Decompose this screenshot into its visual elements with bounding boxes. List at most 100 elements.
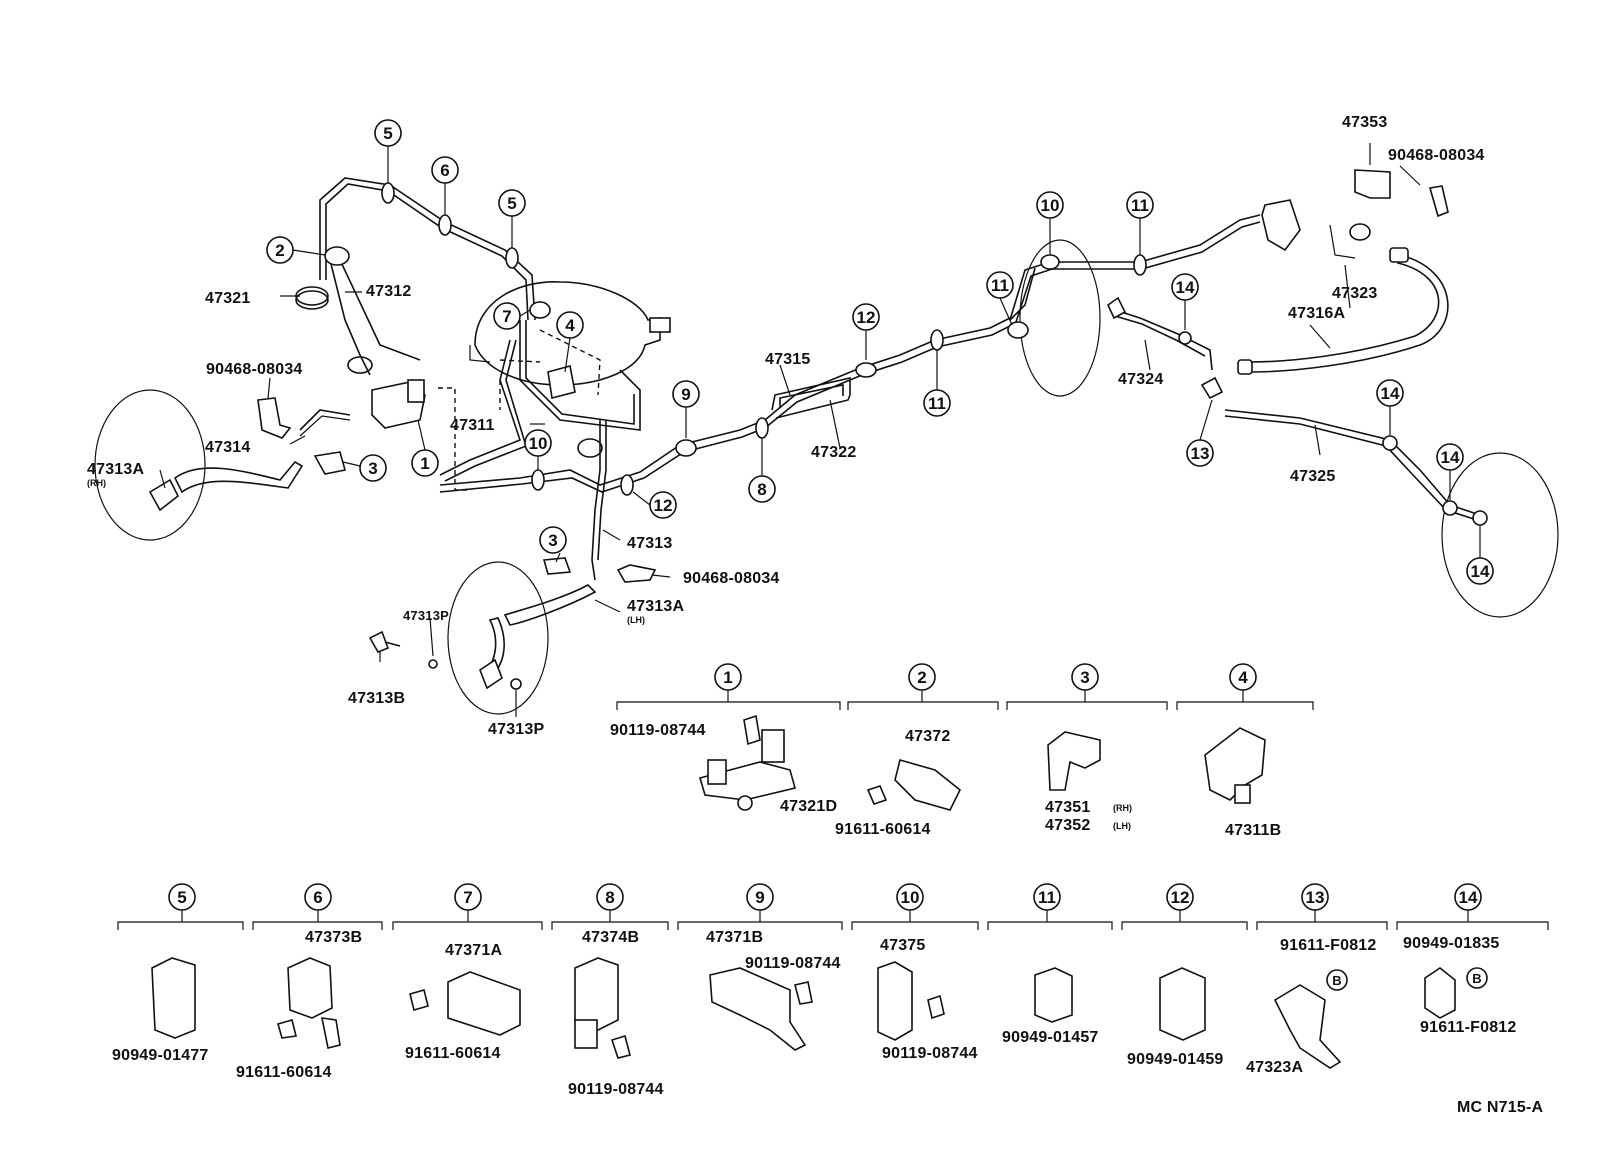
svg-text:5: 5 [177, 888, 186, 907]
svg-text:4: 4 [565, 316, 575, 335]
callout-11-rear-left: 11 [986, 271, 1014, 299]
callout-11-mid: 11 [923, 389, 951, 417]
brake-pipe-network [94, 169, 1559, 715]
svg-text:8: 8 [605, 888, 614, 907]
svg-text:13: 13 [1306, 888, 1325, 907]
label-90468-top: 90468-08034 [1388, 147, 1485, 164]
label-47353: 47353 [1342, 114, 1388, 131]
svg-text:14: 14 [1471, 562, 1490, 581]
leader-lines [159, 143, 1481, 717]
svg-text:4: 4 [1238, 668, 1248, 687]
d1-bolt-label: 90119-08744 [610, 722, 706, 739]
label-90468-mid: 90468-08034 [683, 570, 780, 587]
svg-text:10: 10 [901, 888, 920, 907]
label-47315: 47315 [765, 351, 811, 368]
d7-bolt-label: 91611-60614 [405, 1045, 501, 1062]
svg-text:1: 1 [420, 454, 429, 473]
detail-10: 10 47375 90119-08744 [877, 883, 978, 1062]
callout-7-top: 7 [493, 302, 521, 330]
detail-4: 4 47311B [1204, 663, 1281, 839]
label-47311: 47311 [450, 417, 495, 434]
detail-1: 1 90119-08744 47321D [610, 663, 837, 815]
d8-bolt-label: 90119-08744 [568, 1081, 664, 1098]
svg-text:11: 11 [928, 394, 946, 413]
callout-12-front: 12 [649, 491, 677, 519]
detail-12: 12 90949-01459 [1127, 883, 1224, 1068]
callout-3-lower: 3 [539, 526, 567, 554]
callout-12-mid: 12 [852, 303, 880, 331]
label-lh: (LH) [627, 615, 645, 625]
svg-text:11: 11 [1131, 196, 1149, 215]
svg-text:11: 11 [991, 276, 1009, 295]
detail-3: 3 47351 (RH) 47352 (LH) [1045, 663, 1132, 834]
svg-text:14: 14 [1381, 384, 1400, 403]
callout-1-valve: 1 [411, 449, 439, 477]
callout-10-front: 10 [524, 429, 552, 457]
svg-text:2: 2 [917, 668, 926, 687]
d12-part-label: 90949-01459 [1127, 1051, 1224, 1068]
svg-text:1: 1 [723, 668, 732, 687]
svg-text:12: 12 [857, 308, 876, 327]
svg-text:11: 11 [1038, 888, 1056, 907]
svg-text:3: 3 [548, 531, 557, 550]
label-47313B: 47313B [348, 690, 405, 707]
detail-8: 8 47374B 90119-08744 [568, 883, 664, 1098]
d3-part-lh-label: 47352 [1045, 817, 1091, 834]
d10-bolt-label: 90119-08744 [882, 1045, 978, 1062]
detail-14: 14 B 90949-01835 91611-F0812 [1403, 883, 1517, 1036]
label-47321: 47321 [205, 290, 251, 307]
d1-part-label: 47321D [780, 798, 837, 815]
callout-8-mid: 8 [748, 475, 776, 503]
label-47313P-top: 47313P [403, 608, 449, 623]
d13-b-marker: B [1332, 973, 1342, 988]
svg-text:9: 9 [681, 385, 690, 404]
detail-row-1: 1 90119-08744 47321D 2 47372 91611-60614… [610, 663, 1314, 839]
label-90468-left: 90468-08034 [206, 361, 303, 378]
d3-rh-tag: (RH) [1113, 803, 1132, 813]
label-47316A: 47316A [1288, 305, 1345, 322]
d2-bolt-label: 91611-60614 [835, 821, 931, 838]
d14-b-marker: B [1472, 971, 1482, 986]
svg-text:2: 2 [275, 241, 284, 260]
label-47314: 47314 [205, 439, 251, 456]
callout-5-top-right: 5 [498, 189, 526, 217]
svg-text:12: 12 [1171, 888, 1190, 907]
d3-lh-tag: (LH) [1113, 821, 1131, 831]
d13-bolt-label: 91611-F0812 [1280, 937, 1377, 954]
d14-part-label: 90949-01835 [1403, 935, 1500, 952]
svg-text:7: 7 [502, 307, 511, 326]
callout-13-rear: 13 [1186, 439, 1214, 467]
svg-text:12: 12 [654, 496, 673, 515]
callout-14-rear-upper: 14 [1171, 273, 1199, 301]
detail-11: 11 90949-01457 [1002, 883, 1098, 1046]
d14-bolt-label: 91611-F0812 [1420, 1019, 1517, 1036]
svg-text:8: 8 [757, 480, 766, 499]
svg-text:10: 10 [529, 434, 548, 453]
d3-part-rh-label: 47351 [1045, 799, 1091, 816]
label-47324: 47324 [1118, 371, 1164, 388]
callout-5-top-left: 5 [374, 119, 402, 147]
d4-part-label: 47311B [1225, 822, 1281, 839]
label-47312: 47312 [366, 283, 412, 300]
d6-part-label: 47373B [305, 929, 362, 946]
label-47322: 47322 [811, 444, 857, 461]
diagram-reference-code: MC N715-A [1457, 1099, 1544, 1116]
label-47323: 47323 [1332, 285, 1378, 302]
callout-10-rear: 10 [1036, 191, 1064, 219]
svg-text:9: 9 [755, 888, 764, 907]
svg-text:14: 14 [1441, 448, 1460, 467]
main-part-labels: 47353 90468-08034 47321 47312 90468-0803… [87, 114, 1485, 738]
label-rh: (RH) [87, 478, 106, 488]
svg-text:6: 6 [313, 888, 322, 907]
label-47313A-lh: 47313A [627, 598, 684, 615]
callout-2-top: 2 [266, 236, 294, 264]
callout-14-rear-b: 14 [1436, 443, 1464, 471]
svg-text:3: 3 [368, 459, 377, 478]
detail-13: 13 B 91611-F0812 47323A [1246, 883, 1377, 1076]
callout-6-top: 6 [431, 156, 459, 184]
detail-6: 6 47373B 91611-60614 [236, 883, 362, 1081]
d13-part-label: 47323A [1246, 1059, 1303, 1076]
svg-text:14: 14 [1459, 888, 1478, 907]
svg-text:7: 7 [463, 888, 472, 907]
